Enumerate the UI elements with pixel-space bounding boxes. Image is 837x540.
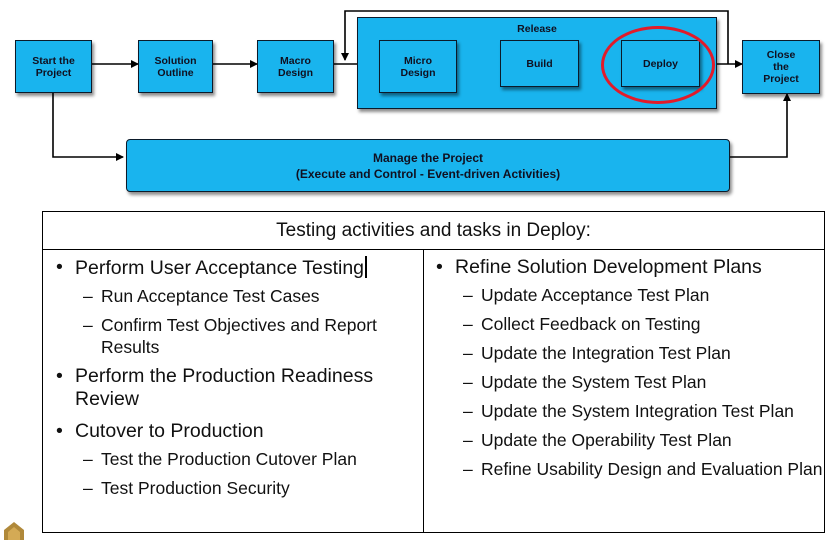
sub-list: Run Acceptance Test Cases Confirm Test O… [75, 285, 420, 358]
box-manage-project: Manage the Project (Execute and Control … [126, 139, 730, 192]
box-micro-design: Micro Design [379, 40, 457, 93]
list-item: Refine Solution Development Plans Update… [436, 256, 828, 480]
arrow-outer-loop [341, 10, 729, 64]
box-close-project: Close the Project [742, 40, 820, 94]
arrow-manage-to-close [730, 93, 791, 158]
sub-list-item: Refine Usability Design and Evaluation P… [455, 458, 828, 480]
table-title: Testing activities and tasks in Deploy: [43, 212, 824, 250]
deploy-testing-table: Testing activities and tasks in Deploy: … [42, 211, 825, 533]
sub-list-item: Test Production Security [75, 477, 420, 499]
sub-list-item: Update the Integration Test Plan [455, 342, 828, 364]
release-label: Release [517, 23, 557, 35]
text-cursor [365, 256, 367, 278]
sub-list-item: Confirm Test Objectives and Report Resul… [75, 314, 420, 358]
right-list: Refine Solution Development Plans Update… [436, 256, 828, 480]
list-item: Perform User Acceptance Testing Run Acce… [56, 256, 420, 358]
sub-list-item: Update the System Test Plan [455, 371, 828, 393]
sub-list-item: Update the Operability Test Plan [455, 429, 828, 451]
sub-list: Update Acceptance Test Plan Collect Feed… [455, 284, 828, 480]
column-divider [423, 250, 424, 533]
box-start-project: Start the Project [15, 40, 92, 93]
sub-list: Test the Production Cutover Plan Test Pr… [75, 448, 420, 499]
list-item: Cutover to Production Test the Productio… [56, 420, 420, 499]
sub-list-item: Collect Feedback on Testing [455, 313, 828, 335]
sub-list-item: Update Acceptance Test Plan [455, 284, 828, 306]
list-item: Perform the Production Readiness Review [56, 365, 420, 411]
sub-list-item: Run Acceptance Test Cases [75, 285, 420, 307]
left-list: Perform User Acceptance Testing Run Acce… [56, 256, 420, 499]
deploy-highlight-circle [601, 26, 715, 104]
corner-logo-fragment [4, 522, 24, 540]
left-column: Perform User Acceptance Testing Run Acce… [56, 256, 420, 506]
right-column: Refine Solution Development Plans Update… [436, 256, 828, 487]
arrow-start-to-manage [52, 92, 124, 161]
box-macro-design: Macro Design [257, 40, 334, 93]
box-build: Build [500, 40, 579, 87]
sub-list-item: Test the Production Cutover Plan [75, 448, 420, 470]
box-solution-outline: Solution Outline [138, 40, 213, 93]
sub-list-item: Update the System Integration Test Plan [455, 400, 828, 422]
